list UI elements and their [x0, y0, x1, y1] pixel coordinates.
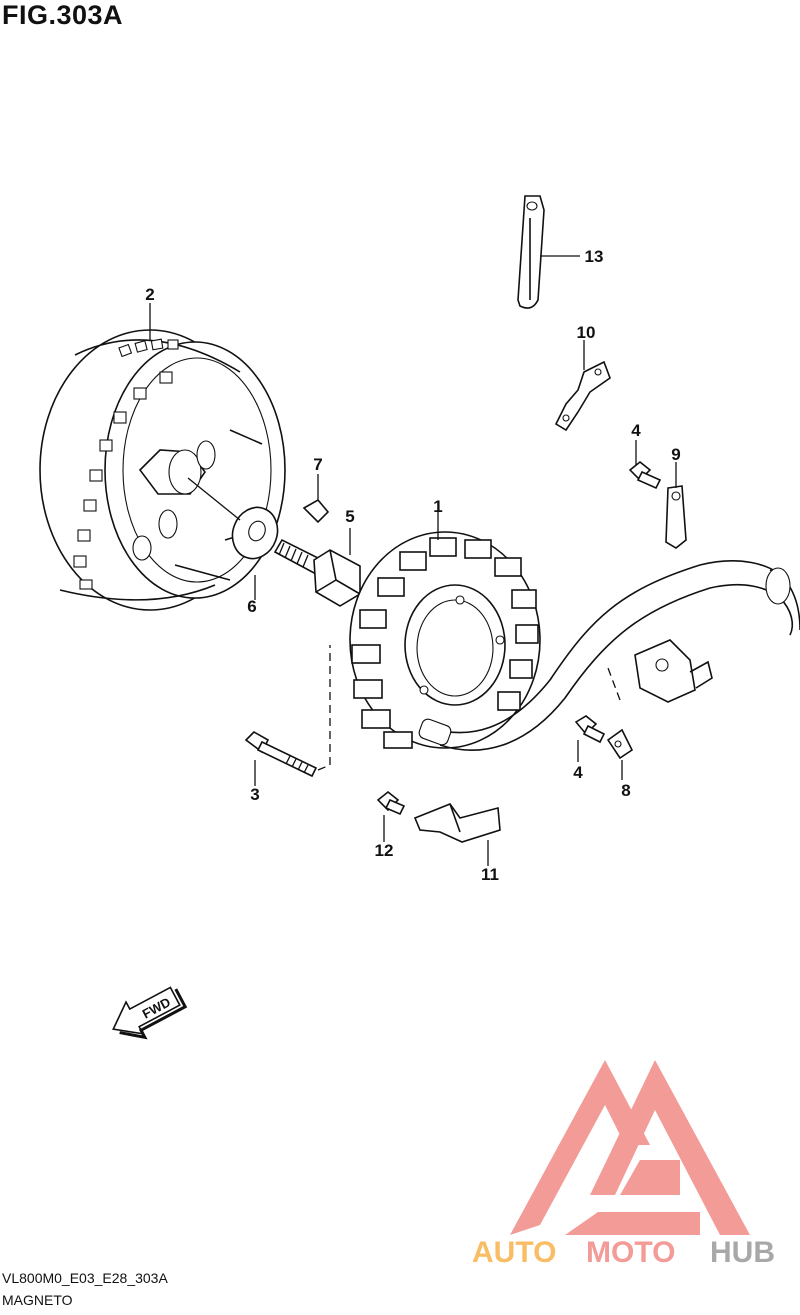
clamp-plate	[665, 485, 687, 549]
rotor-flywheel	[39, 329, 286, 611]
callout-5: 5	[345, 507, 354, 526]
footer-diagram-code: VL800M0_E03_E28_303A	[2, 1270, 168, 1286]
rotor-bolt	[273, 538, 361, 607]
callout-7: 7	[313, 455, 322, 474]
guide-plate	[413, 803, 501, 843]
watermark-auto: AUTO	[472, 1236, 556, 1269]
watermark-hub: HUB	[710, 1236, 775, 1269]
stator-coil	[349, 531, 541, 749]
figure-title: FIG.303A	[2, 0, 124, 30]
footer-diagram-name: MAGNETO	[2, 1292, 73, 1308]
screw-12	[376, 790, 406, 816]
woodruff-key	[302, 498, 330, 524]
pickup-coil	[634, 639, 713, 703]
callout-labels: 1 2 3 4 4 5 6 7 8 9 10 11 12 13	[145, 247, 680, 884]
callout-8: 8	[621, 781, 630, 800]
small-clamp	[606, 728, 634, 760]
automotohub-watermark: AUTO MOTO HUB	[472, 1060, 775, 1269]
callout-13: 13	[585, 247, 604, 266]
callout-2: 2	[145, 285, 154, 304]
callout-6: 6	[247, 597, 256, 616]
stator-bolt	[244, 645, 331, 778]
callout-9: 9	[671, 445, 680, 464]
wire-bracket	[554, 360, 611, 432]
callout-10: 10	[577, 323, 596, 342]
harness-clamp	[517, 195, 545, 309]
callout-1: 1	[433, 497, 442, 516]
callout-4-lower: 4	[573, 763, 583, 782]
callout-12: 12	[375, 841, 394, 860]
callout-11: 11	[481, 865, 499, 884]
callout-3: 3	[250, 785, 259, 804]
callout-4-upper: 4	[631, 421, 641, 440]
forward-direction-arrow: FWD	[112, 986, 188, 1040]
wire-harness	[418, 560, 800, 751]
screw-upper	[628, 460, 662, 490]
watermark-moto: MOTO	[586, 1236, 675, 1269]
washer	[187, 477, 279, 560]
leader-lines	[149, 255, 677, 866]
screw-lower	[574, 715, 606, 744]
